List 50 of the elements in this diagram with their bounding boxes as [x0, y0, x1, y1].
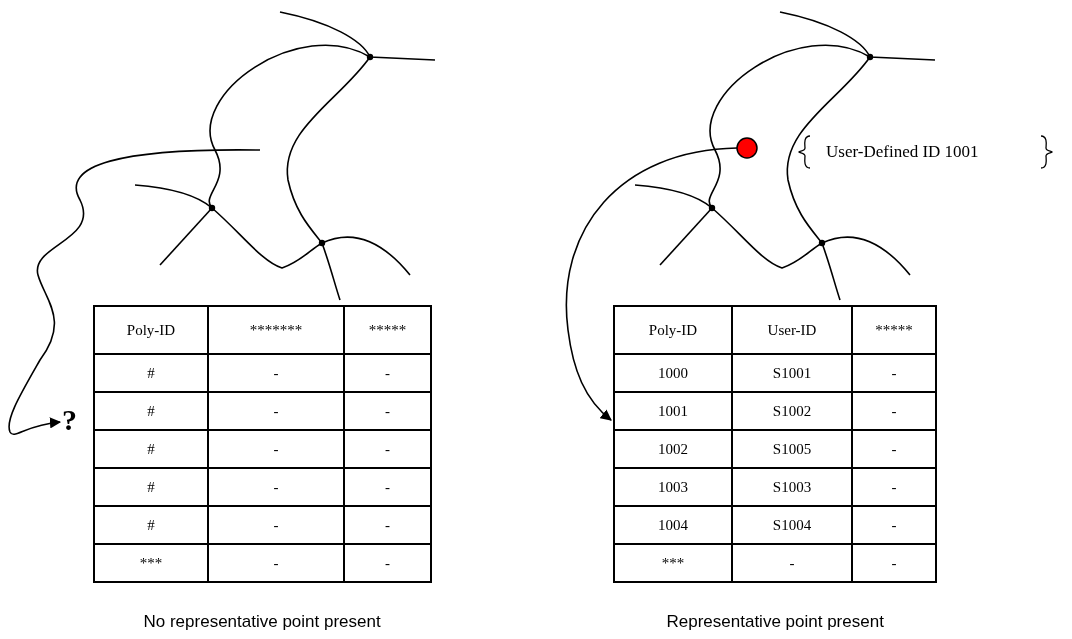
id-label: User-Defined ID 1001: [826, 142, 979, 162]
table-cell: -: [344, 430, 431, 468]
data-table: [613, 305, 937, 583]
caption: Representative point present: [666, 612, 884, 632]
table-cell: #: [94, 354, 208, 392]
table-cell: 1002: [614, 430, 732, 468]
table-cell: -: [344, 392, 431, 430]
table-cell: S1005: [732, 430, 852, 468]
table-cell: -: [208, 506, 344, 544]
question-mark: ?: [62, 405, 77, 435]
arrow: [8, 149, 261, 436]
table-cell: -: [852, 506, 936, 544]
table-cell: -: [852, 354, 936, 392]
table-cell: S1003: [732, 468, 852, 506]
table-cell: -: [852, 468, 936, 506]
table-cell: -: [852, 430, 936, 468]
table-cell: *******: [208, 306, 344, 354]
table-cell: -: [344, 468, 431, 506]
table-cell: *****: [344, 306, 431, 354]
table-cell: Poly-ID: [614, 306, 732, 354]
table-cell: 1001: [614, 392, 732, 430]
table-cell: -: [208, 544, 344, 582]
point-marker: [736, 137, 758, 159]
table-cell: -: [208, 354, 344, 392]
table-cell: User-ID: [732, 306, 852, 354]
table-cell: S1004: [732, 506, 852, 544]
table-cell: 1003: [614, 468, 732, 506]
table-cell: -: [732, 544, 852, 582]
table-cell: -: [344, 354, 431, 392]
table-cell: -: [208, 468, 344, 506]
table-cell: -: [852, 544, 936, 582]
table-cell: Poly-ID: [94, 306, 208, 354]
table-cell: -: [852, 392, 936, 430]
table-cell: #: [94, 468, 208, 506]
table-cell: ***: [94, 544, 208, 582]
table-cell: #: [94, 430, 208, 468]
table-cell: #: [94, 392, 208, 430]
table-cell: 1004: [614, 506, 732, 544]
table-cell: S1002: [732, 392, 852, 430]
table-cell: S1001: [732, 354, 852, 392]
table-cell: ***: [614, 544, 732, 582]
table-cell: -: [344, 544, 431, 582]
table-cell: *****: [852, 306, 936, 354]
caption: No representative point present: [143, 612, 381, 632]
table-cell: 1000: [614, 354, 732, 392]
table-cell: #: [94, 506, 208, 544]
table-cell: -: [344, 506, 431, 544]
arrow: [565, 147, 738, 421]
table-cell: -: [208, 392, 344, 430]
table-cell: -: [208, 430, 344, 468]
